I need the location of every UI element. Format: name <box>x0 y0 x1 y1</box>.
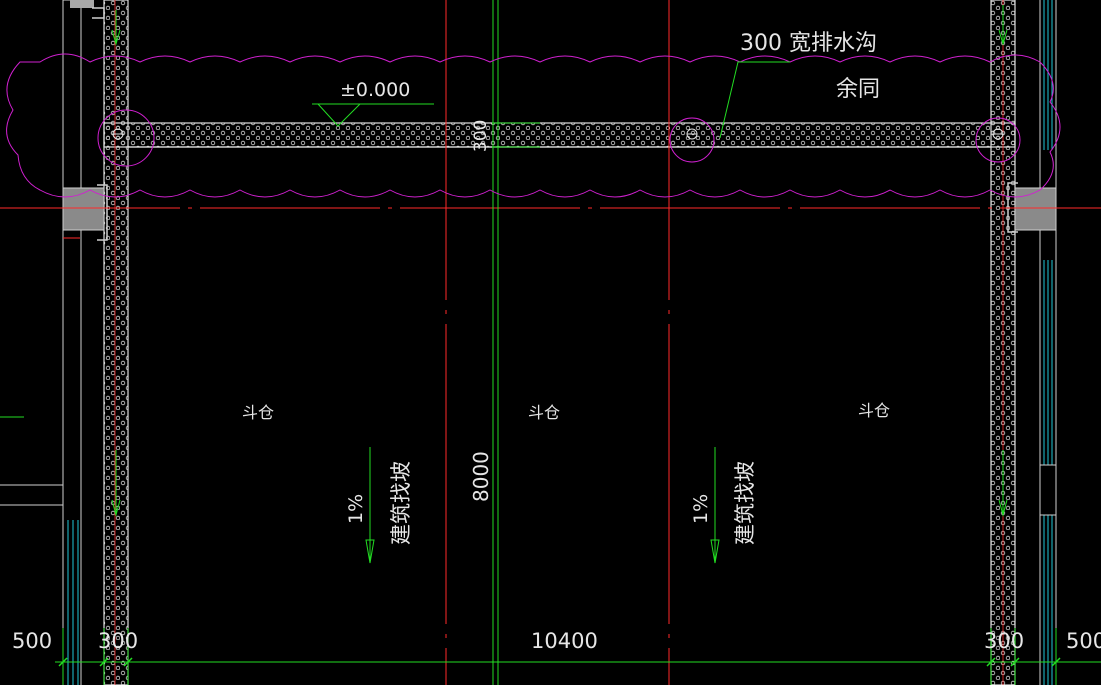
left-wall[interactable] <box>103 0 129 685</box>
bottom-dimension-line <box>55 628 1101 685</box>
slope-left-text: 建筑找坡 <box>389 461 413 545</box>
drain-pit-right[interactable] <box>975 117 1021 163</box>
dim-left-wall: 300 <box>98 629 138 653</box>
dim-right-wall: 300 <box>984 629 1024 653</box>
drain-width-dimension <box>492 122 540 148</box>
left-column[interactable] <box>62 7 108 241</box>
same-elsewhere-note: 余同 <box>836 77 880 102</box>
slope-left-percent: 1% <box>345 494 367 524</box>
dim-left-margin: 500 <box>12 629 52 653</box>
dim-span: 10400 <box>531 629 598 653</box>
center-lines <box>492 0 499 685</box>
elevation-label: ±0.000 <box>340 79 410 101</box>
hopper-label-right: 斗仓 <box>858 401 890 420</box>
elevation-symbol <box>312 103 434 127</box>
right-exterior-structure <box>1039 0 1057 685</box>
hopper-label-center: 斗仓 <box>528 403 560 422</box>
wall-arrow-left-bottom <box>111 450 121 517</box>
slope-right-percent: 1% <box>690 494 712 524</box>
drain-label: 300 宽排水沟 <box>740 31 877 56</box>
wall-arrow-left-top <box>111 10 121 46</box>
drain-width-label: 300 <box>471 120 491 152</box>
hopper-label-left: 斗仓 <box>242 403 274 422</box>
slope-arrow-right <box>710 447 720 564</box>
dim-right-margin: 500 <box>1066 629 1101 653</box>
slope-arrow-left <box>365 447 375 564</box>
revision-cloud[interactable] <box>6 53 1061 198</box>
drain-leader <box>719 61 790 139</box>
height-dimension-label: 8000 <box>469 451 493 502</box>
drain-pit-left[interactable] <box>97 109 155 167</box>
wall-arrow-right-bottom <box>998 450 1008 517</box>
left-exterior-structure <box>0 0 94 685</box>
slope-right-text: 建筑找坡 <box>733 461 757 545</box>
drainage-ditch[interactable] <box>103 122 1016 148</box>
drain-pit-center[interactable] <box>669 117 715 163</box>
wall-arrow-right-top <box>998 5 1008 46</box>
